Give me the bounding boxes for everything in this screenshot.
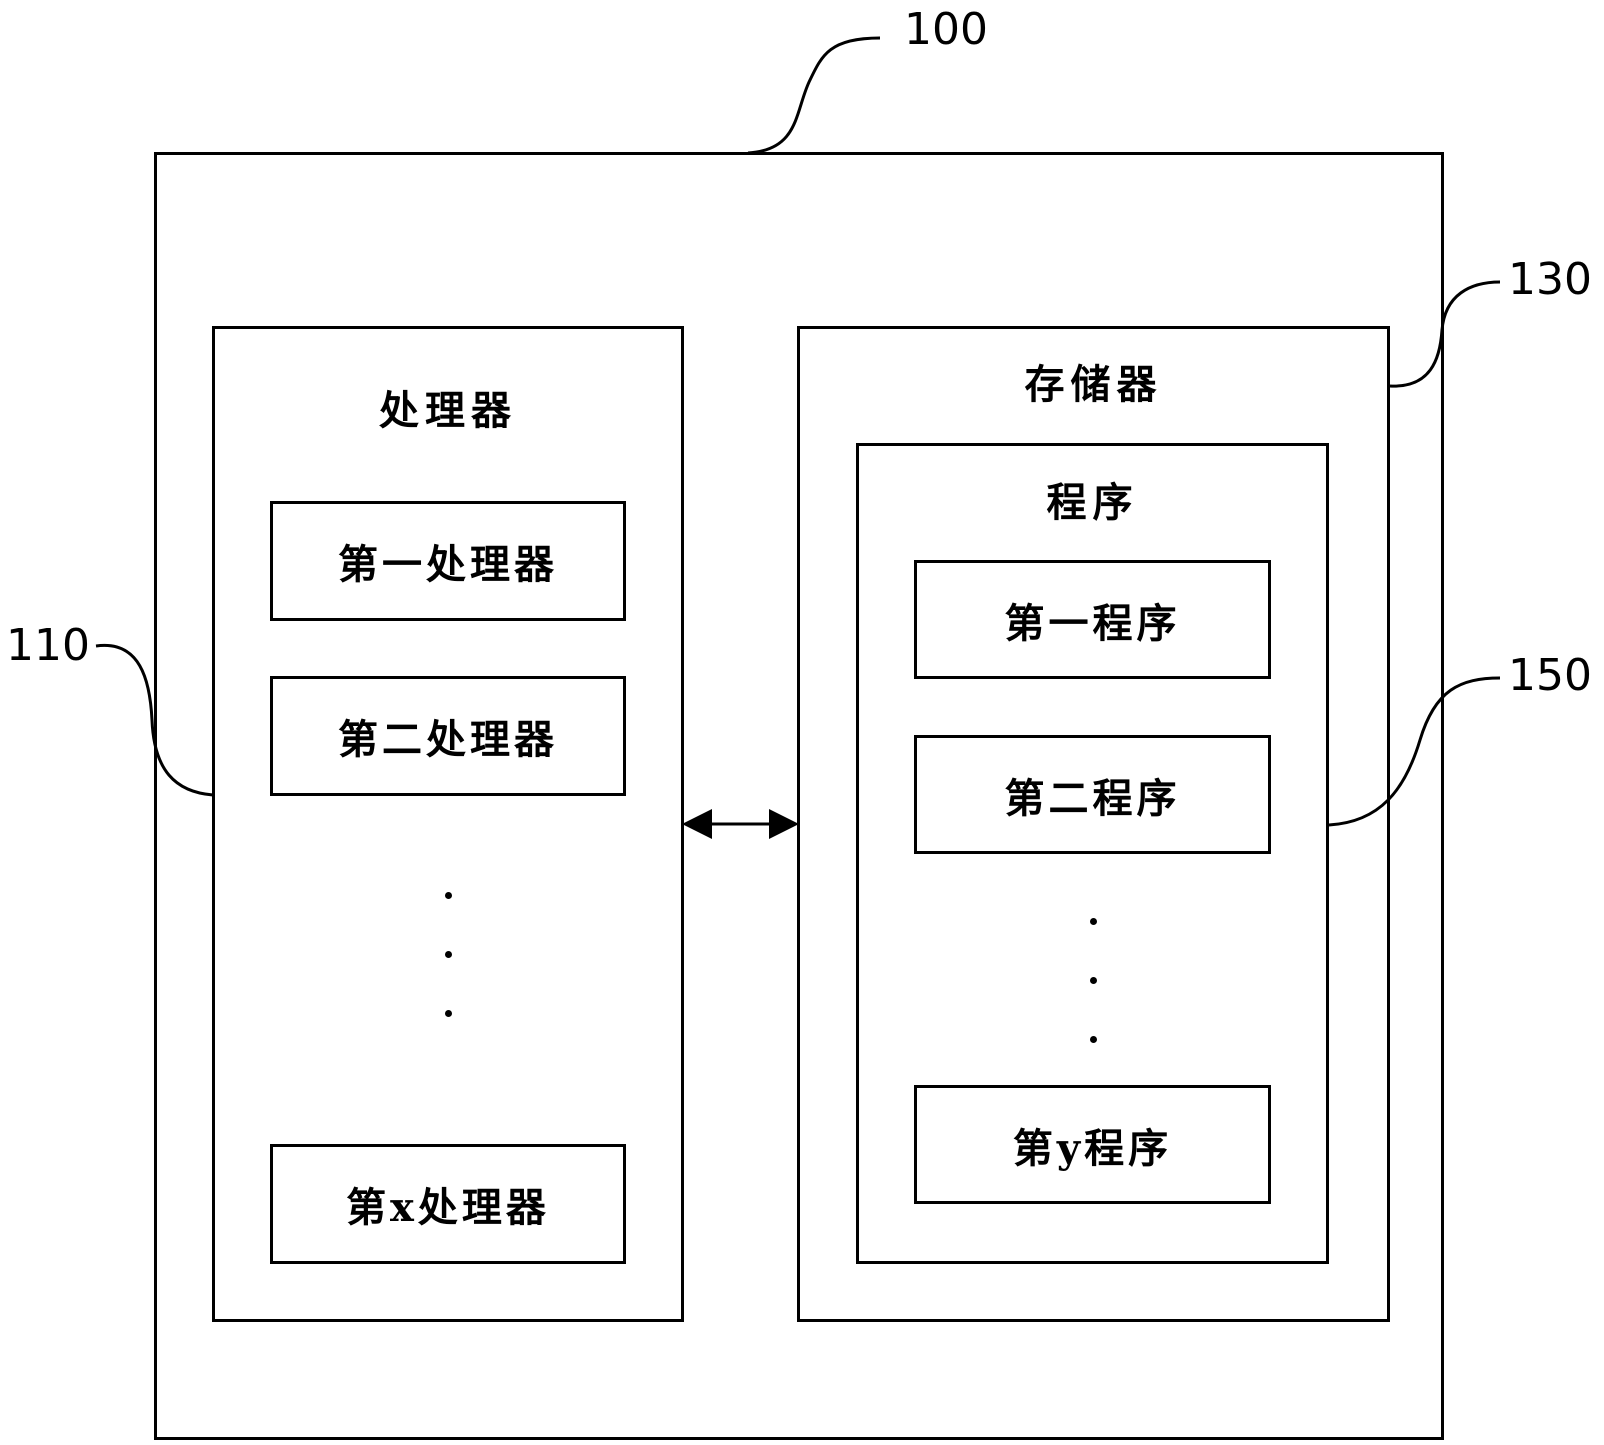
processor-ellipsis-dot <box>445 1010 452 1017</box>
ref-100: 100 <box>904 4 988 55</box>
processor-item-2: 第二处理器 <box>270 676 626 796</box>
leader-line-110 <box>95 643 214 797</box>
ref-130: 130 <box>1508 254 1592 305</box>
program-title: 程序 <box>1046 479 1139 526</box>
program-item-2: 第二程序 <box>914 735 1271 854</box>
program-ellipsis-dot <box>1090 918 1097 925</box>
leader-line-100 <box>747 36 881 155</box>
leader-line-130 <box>1389 280 1501 388</box>
processor-title: 处理器 <box>379 387 517 434</box>
ref-110: 110 <box>6 620 90 671</box>
processor-item-x: 第x处理器 <box>270 1144 626 1264</box>
leader-line-150 <box>1328 676 1501 827</box>
program-ellipsis-dot <box>1090 977 1097 984</box>
ref-150: 150 <box>1508 650 1592 701</box>
program-ellipsis-dot <box>1090 1036 1097 1043</box>
program-item-1: 第一程序 <box>914 560 1271 679</box>
processor-ellipsis-dot <box>445 892 452 899</box>
processor-item-1: 第一处理器 <box>270 501 626 621</box>
program-item-y: 第y程序 <box>914 1085 1271 1204</box>
processor-ellipsis-dot <box>445 951 452 958</box>
memory-title: 存储器 <box>1024 361 1163 408</box>
